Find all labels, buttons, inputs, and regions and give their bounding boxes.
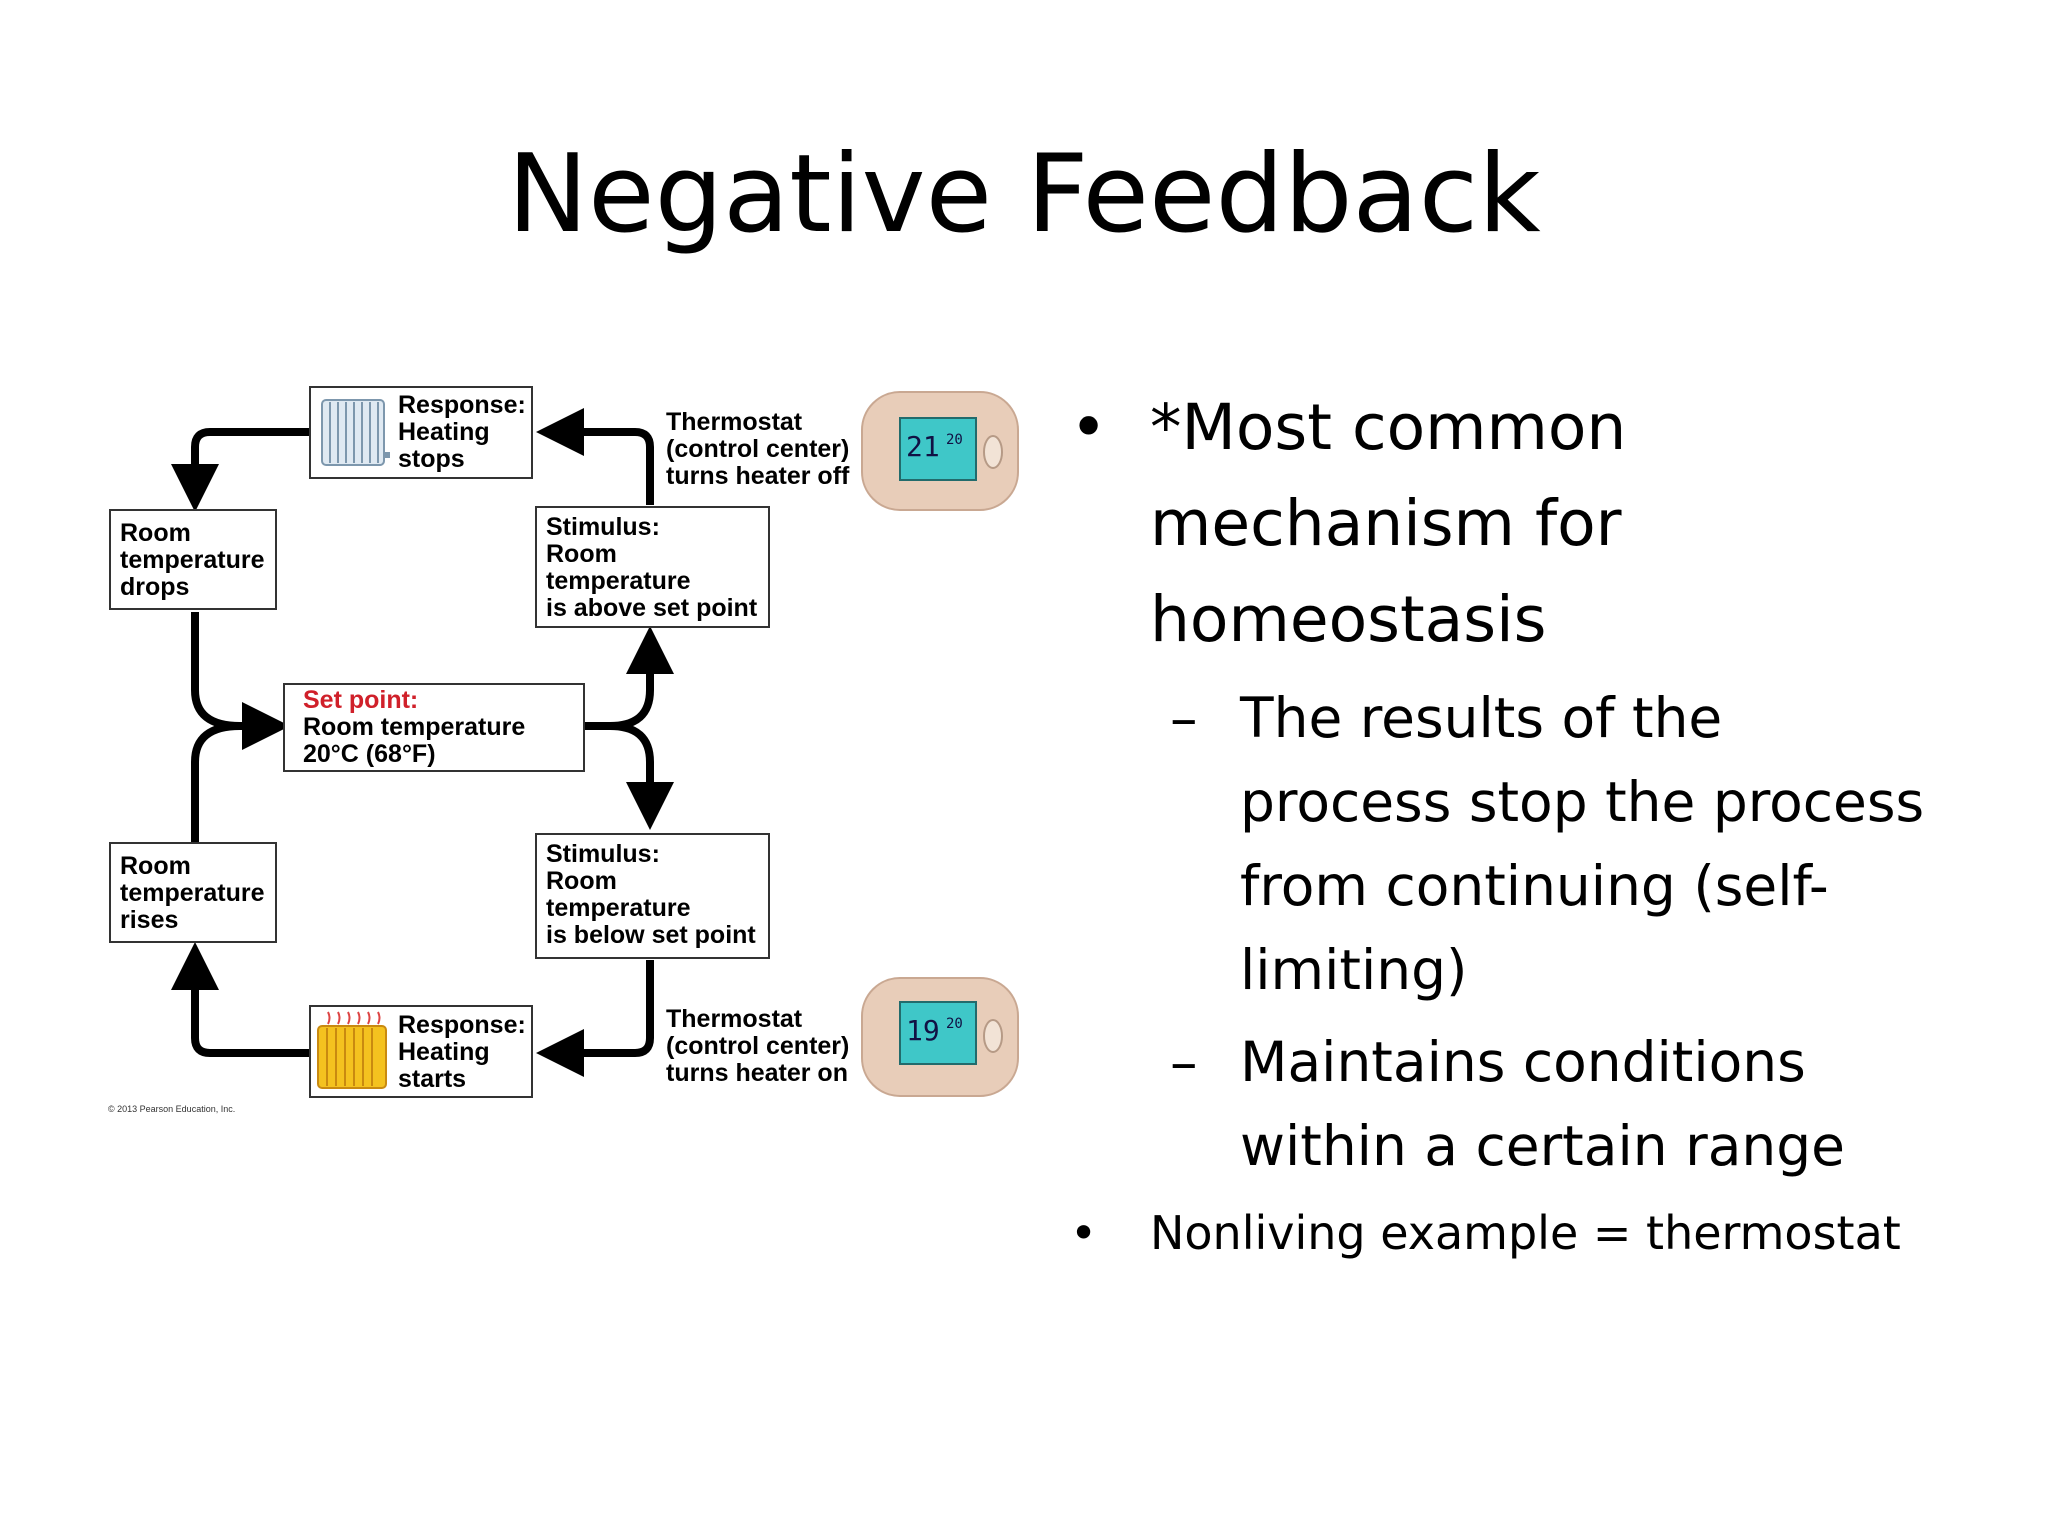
thermostat-on-display: 19 (906, 1014, 940, 1047)
response-start-line3: starts (398, 1065, 466, 1093)
room-drops-line1: Room (120, 519, 191, 547)
response-start-label: Response: (398, 1011, 526, 1039)
stimulus-below-line2: Room (546, 867, 617, 895)
stimulus-below-line1: Stimulus: (546, 840, 660, 868)
room-drops-line3: drops (120, 573, 189, 601)
set-point-box: Set point: Room temperature 20°C (68°F) (283, 683, 585, 772)
room-temperature-drops-box: Room temperature drops (109, 509, 277, 610)
arrow-stimulus-below-to-response-start (536, 960, 654, 1077)
thermostat-off-line3: turns heater off (666, 462, 850, 490)
bullet-icon: • (1070, 1206, 1098, 1260)
set-point-value: 20°C (68°F) (303, 740, 436, 768)
radiator-hot-icon (317, 1011, 387, 1089)
response-stop-line2: Heating (398, 418, 490, 446)
stimulus-below-line3: temperature (546, 894, 691, 922)
room-rises-line1: Room (120, 852, 191, 880)
thermostat-on-line3: turns heater on (666, 1059, 848, 1087)
arrow-room-drops-to-setpoint (191, 612, 290, 750)
thermostat-off-display: 21 (906, 430, 940, 463)
arrow-stimulus-above-to-response-stop (536, 408, 654, 505)
arrow-response-stop-to-room-drops (171, 428, 310, 512)
stimulus-above-box: Stimulus: Room temperature is above set … (535, 506, 770, 628)
thermostat-on-line1: Thermostat (666, 1005, 803, 1033)
set-point-label: Set point: (303, 686, 418, 714)
arrow-setpoint-to-stimulus-above (582, 626, 674, 730)
sub-bullet-1-line1: The results of the (1240, 686, 1723, 750)
stimulus-above-line2: Room (546, 540, 617, 568)
thermostat-heater-off-icon: 21 20 (861, 391, 1019, 511)
bullet-1: • *Most common mechanism for homeostasis (1060, 380, 2020, 668)
arrow-room-rises-to-setpoint (191, 722, 241, 842)
sub-bullet-2-line2: within a certain range (1240, 1114, 1845, 1178)
sub-bullet-2: – Maintains conditions within a certain … (1060, 1020, 2020, 1188)
bullet-list: • *Most common mechanism for homeostasis… (1060, 380, 2020, 1268)
stimulus-above-line4: is above set point (546, 594, 758, 622)
thermostat-on-setting: 20 (946, 1016, 963, 1032)
sub-bullet-1: – The results of the process stop the pr… (1060, 676, 2020, 1012)
dash-icon: – (1170, 686, 1198, 750)
bullet-2: • Nonliving example = thermostat (1060, 1198, 2020, 1268)
bullet-1-line3: homeostasis (1150, 583, 1547, 656)
response-heating-starts-box: Response: Heating starts (309, 1005, 533, 1098)
stimulus-above-line1: Stimulus: (546, 513, 660, 541)
sub-bullet-1-line3: from continuing (self- (1240, 854, 1829, 918)
room-rises-line2: temperature (120, 879, 265, 907)
sub-bullet-1-line2: process stop the process (1240, 770, 1925, 834)
slide-title: Negative Feedback (507, 132, 1541, 257)
stimulus-below-box: Stimulus: Room temperature is below set … (535, 833, 770, 959)
copyright-note: © 2013 Pearson Education, Inc. (108, 1104, 235, 1114)
arrow-setpoint-to-stimulus-below (609, 722, 674, 830)
radiator-cold-icon (321, 399, 390, 466)
response-stop-label: Response: (398, 391, 526, 419)
room-drops-line2: temperature (120, 546, 265, 574)
dash-icon: – (1170, 1030, 1198, 1094)
bullet-2-text: Nonliving example = thermostat (1150, 1206, 1901, 1260)
stimulus-below-line4: is below set point (546, 921, 756, 949)
stimulus-above-line3: temperature (546, 567, 691, 595)
sub-bullet-2-line1: Maintains conditions (1240, 1030, 1806, 1094)
thermostat-off-line2: (control center) (666, 435, 849, 463)
thermostat-on-line2: (control center) (666, 1032, 849, 1060)
arrow-response-start-to-room-rises (171, 942, 310, 1057)
response-heating-stops-box: Response: Heating stops (309, 386, 533, 479)
bullet-1-line1: *Most common (1150, 391, 1627, 464)
bullet-1-line2: mechanism for (1150, 487, 1622, 560)
room-temperature-rises-box: Room temperature rises (109, 842, 277, 943)
response-stop-line3: stops (398, 445, 465, 473)
response-start-line2: Heating (398, 1038, 490, 1066)
thermostat-off-line1: Thermostat (666, 408, 803, 436)
sub-bullet-1-line4: limiting) (1240, 938, 1468, 1002)
room-rises-line3: rises (120, 906, 178, 934)
negative-feedback-diagram: Response: Heating stops Room temperature… (108, 386, 1019, 1114)
bullet-icon: • (1070, 391, 1108, 464)
thermostat-off-setting: 20 (946, 432, 963, 448)
set-point-line2: Room temperature (303, 713, 525, 741)
thermostat-heater-on-icon: 19 20 (861, 977, 1019, 1097)
